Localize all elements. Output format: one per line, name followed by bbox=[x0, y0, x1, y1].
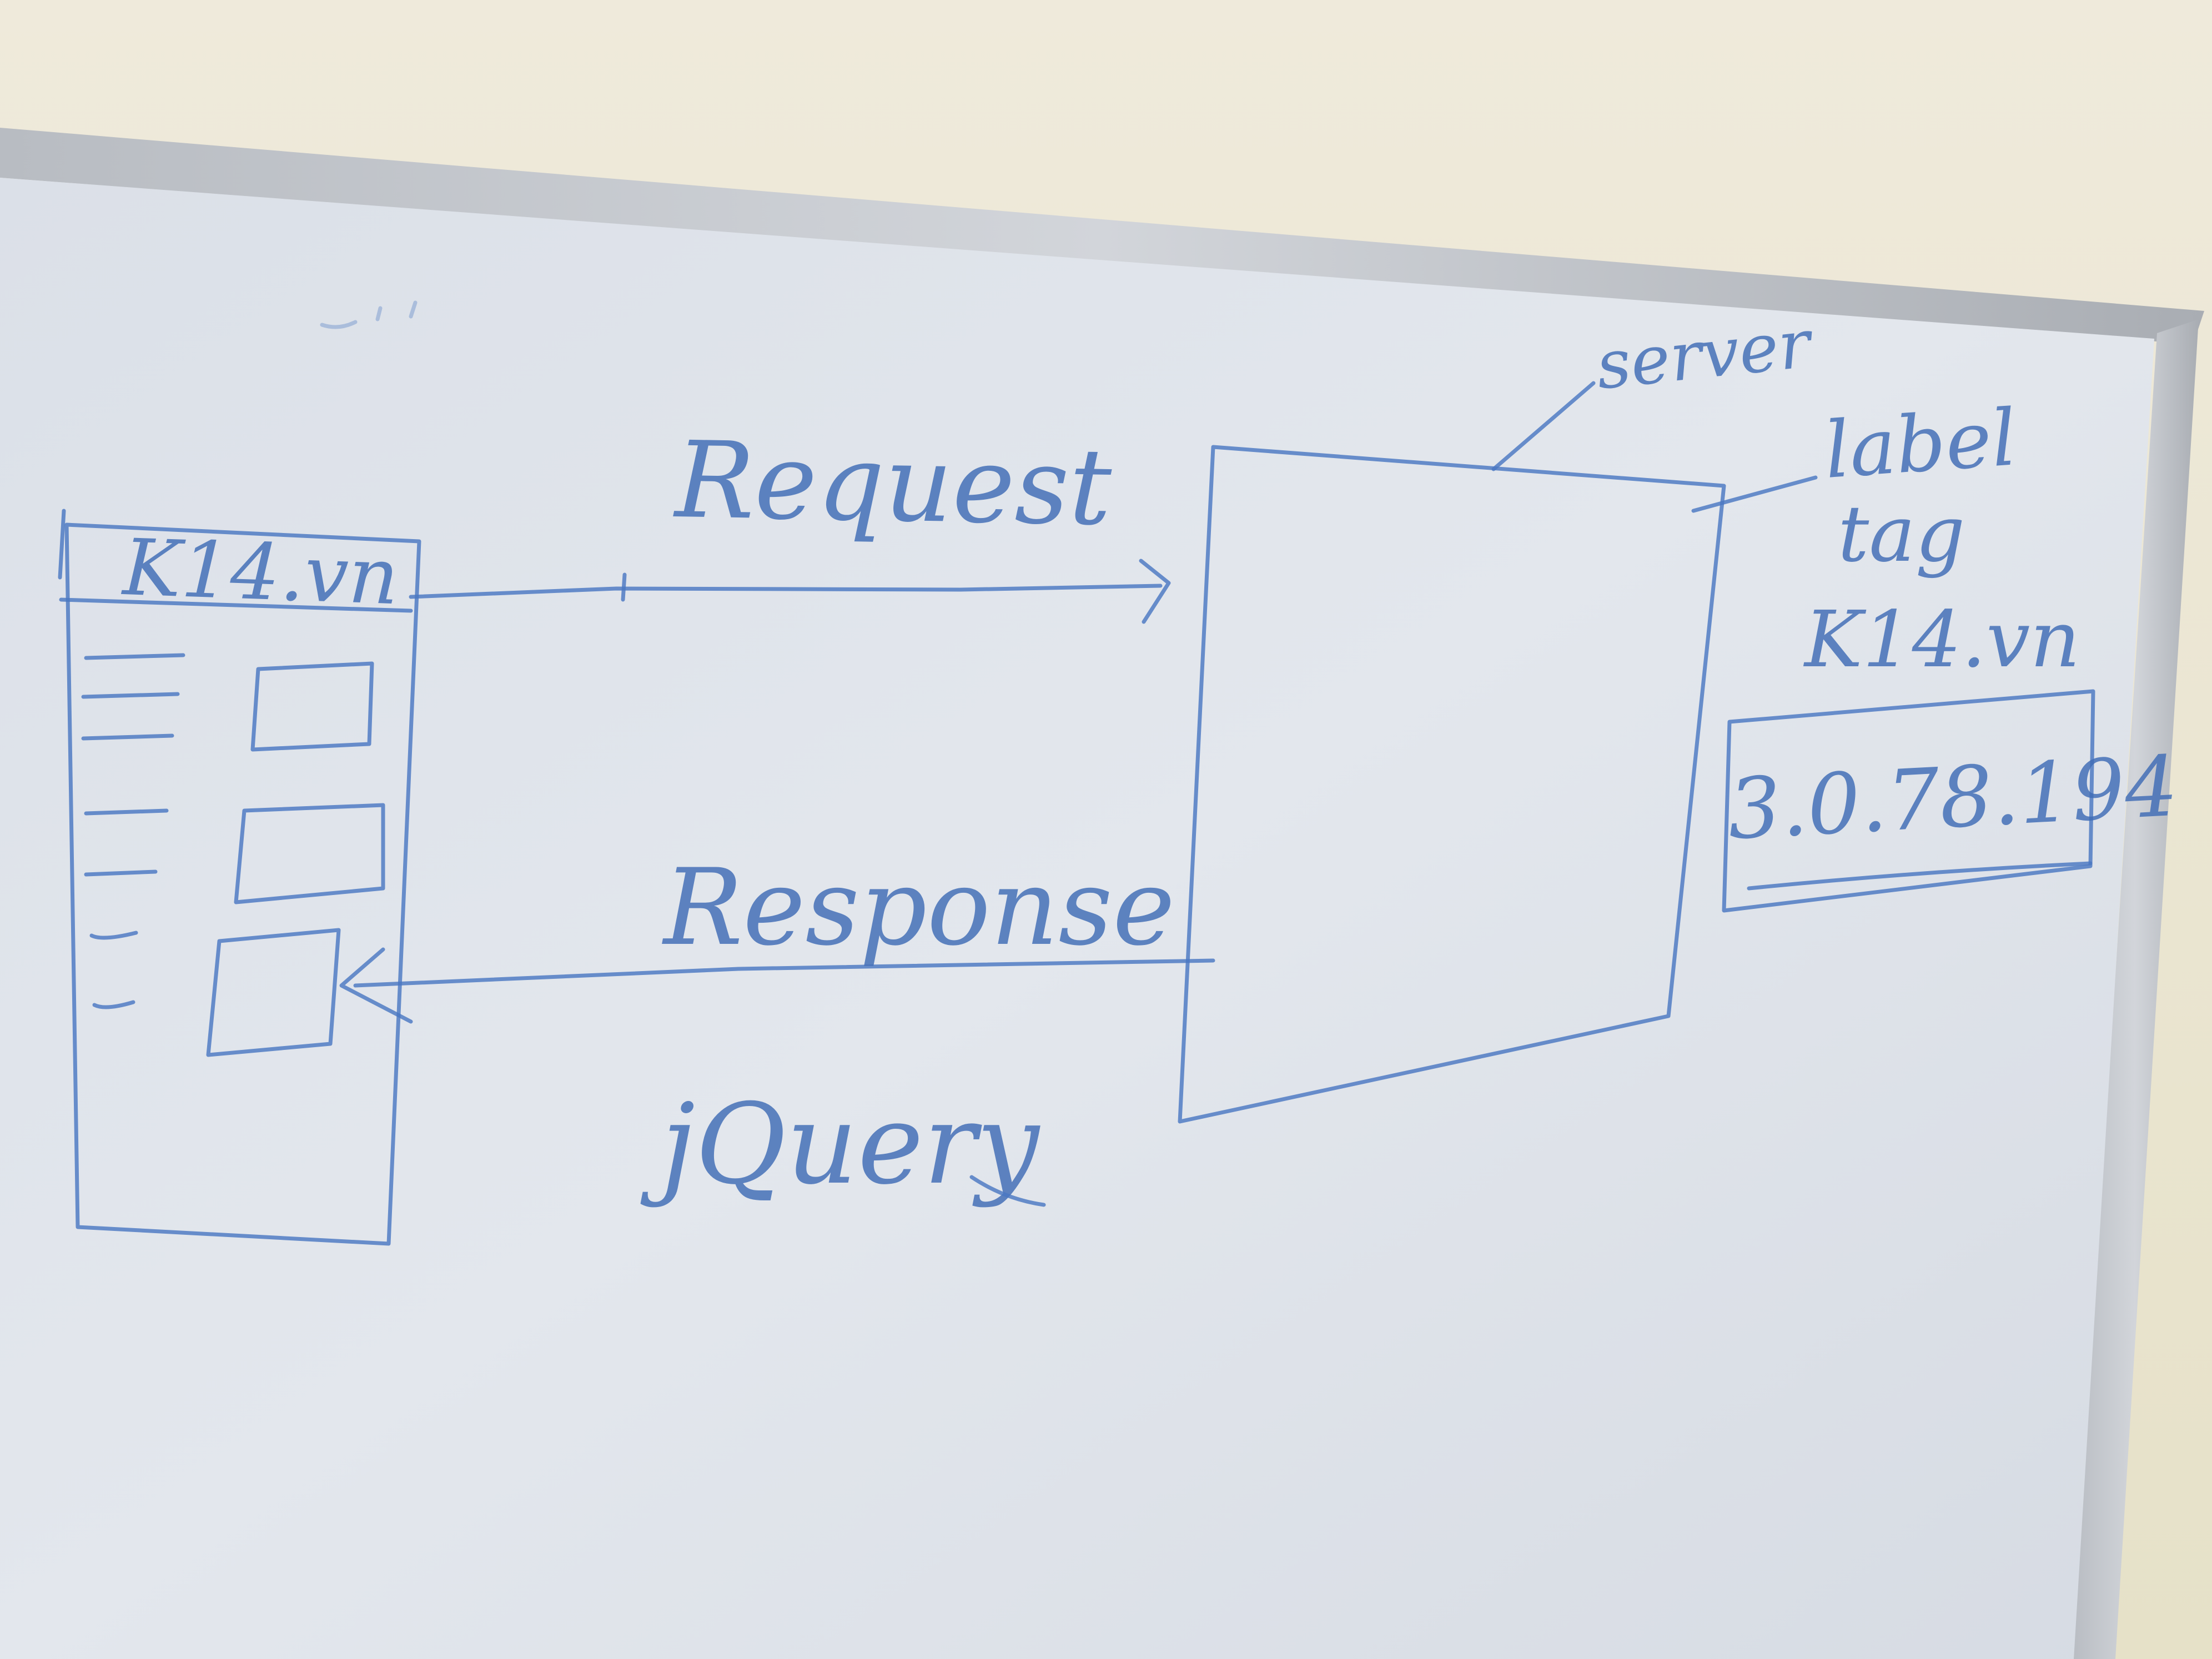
content-box-1 bbox=[250, 661, 374, 752]
content-line-2 bbox=[81, 692, 180, 699]
response-label: Response bbox=[662, 846, 1175, 969]
content-line-3 bbox=[81, 733, 174, 741]
smudge-mark bbox=[320, 300, 418, 329]
ip-address-underline bbox=[1747, 861, 2093, 891]
browser-left-tick bbox=[58, 509, 66, 580]
request-arrow bbox=[409, 559, 1171, 624]
ip-address-label: 3.0.78.194 bbox=[1726, 738, 2180, 858]
whiteboard-surface bbox=[0, 178, 2154, 1659]
jquery-label: jQuery bbox=[640, 1080, 1041, 1209]
server-callout-line bbox=[1491, 381, 1596, 471]
annotation-line-1: label bbox=[1822, 393, 2019, 496]
content-line-1 bbox=[84, 653, 185, 660]
request-arrow-tick bbox=[621, 572, 627, 602]
server-box bbox=[1178, 445, 1726, 1124]
jquery-underline-tail bbox=[969, 1175, 1046, 1207]
board-frame-right bbox=[2071, 319, 2199, 1659]
content-line-4 bbox=[84, 808, 169, 816]
response-arrow bbox=[339, 947, 1215, 1024]
annotation-pointer-line bbox=[1691, 475, 1818, 513]
ip-address-box bbox=[1722, 689, 2095, 913]
content-box-3 bbox=[206, 928, 341, 1057]
content-line-7 bbox=[92, 1000, 135, 1009]
browser-window-sketch bbox=[58, 509, 421, 1246]
board-frame-top bbox=[0, 128, 2204, 344]
response-arrow-shaft bbox=[353, 958, 1215, 988]
content-line-5 bbox=[84, 869, 158, 877]
request-label: Request bbox=[672, 419, 1113, 549]
browser-url-label: K14.vn bbox=[120, 522, 400, 622]
content-line-6 bbox=[89, 931, 138, 940]
response-arrow-head bbox=[339, 947, 413, 1024]
content-box-2 bbox=[234, 803, 385, 904]
request-arrow-shaft bbox=[409, 584, 1163, 599]
request-arrow-head bbox=[1139, 559, 1171, 624]
browser-title-divider bbox=[59, 597, 413, 613]
annotation-line-3: K14.vn bbox=[1803, 595, 2080, 685]
browser-outline bbox=[64, 522, 421, 1246]
annotation-line-2: tag bbox=[1838, 489, 1965, 580]
